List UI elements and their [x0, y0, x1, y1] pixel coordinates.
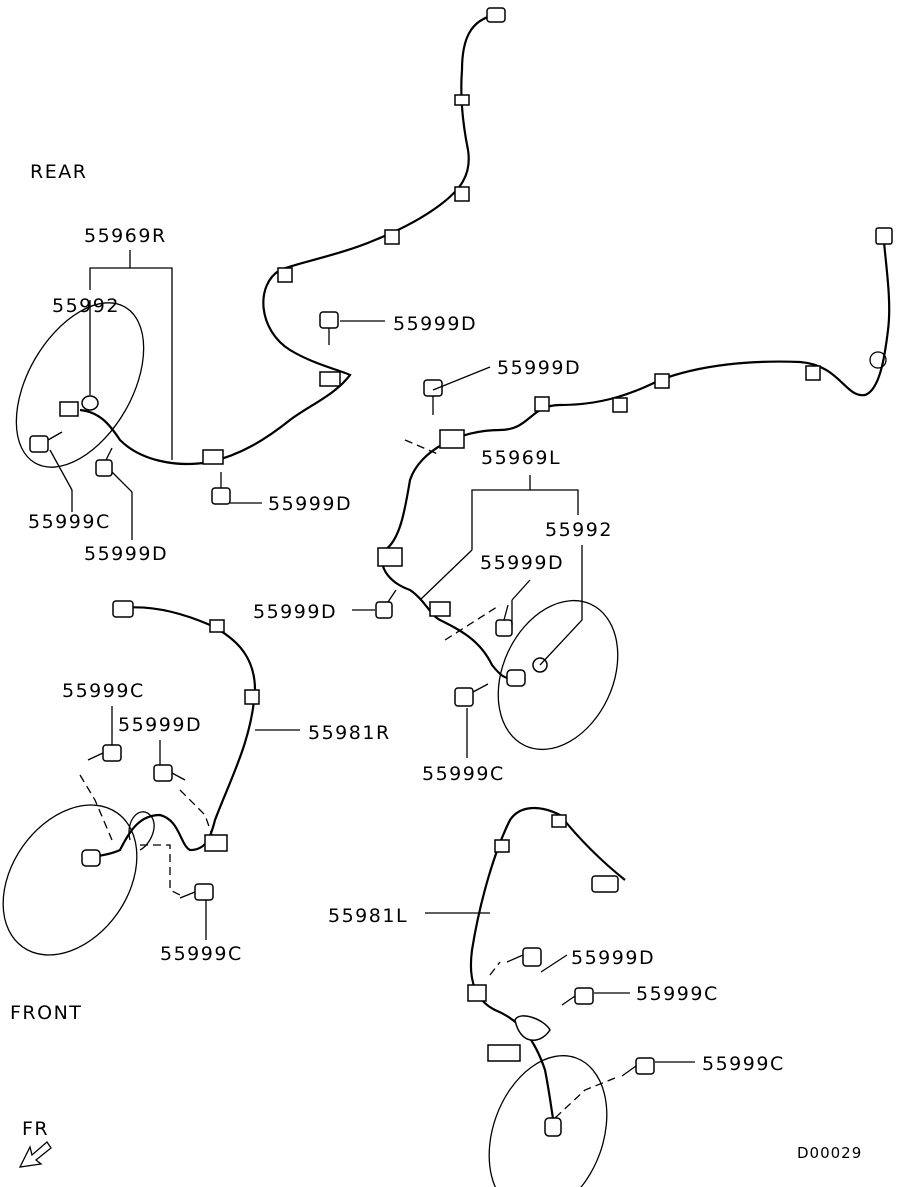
- bolts: [29, 311, 655, 1077]
- part-55999D-8[interactable]: 55999D: [571, 947, 655, 969]
- label-rear: REAR: [30, 161, 87, 183]
- front-direction-arrow-icon: [18, 1141, 52, 1168]
- part-55999D-5[interactable]: 55999D: [480, 552, 564, 574]
- diagram-code: D00029: [797, 1144, 862, 1162]
- part-55999D-1[interactable]: 55999D: [393, 313, 477, 335]
- part-55999D-2[interactable]: 55999D: [497, 357, 581, 379]
- part-55999D-3[interactable]: 55999D: [268, 493, 352, 515]
- part-55969L[interactable]: 55969L: [481, 447, 561, 469]
- part-55981L[interactable]: 55981L: [328, 905, 408, 927]
- part-55999C-2[interactable]: 55999C: [62, 680, 145, 702]
- part-55969R[interactable]: 55969R: [84, 225, 167, 247]
- leader-lines: [49, 250, 695, 1119]
- part-55999C-6[interactable]: 55999C: [702, 1053, 785, 1075]
- part-55999C-5[interactable]: 55999C: [636, 983, 719, 1005]
- part-55999D-7[interactable]: 55999D: [118, 714, 202, 736]
- part-55999C-3[interactable]: 55999C: [422, 763, 505, 785]
- harness-55969L: [377, 227, 893, 751]
- part-55999D-6[interactable]: 55999D: [253, 601, 337, 623]
- harness-55981R: [2, 600, 260, 956]
- harness-55969R: [15, 7, 506, 468]
- harness-55981L: [467, 807, 626, 1187]
- label-front: FRONT: [10, 1002, 82, 1024]
- part-55999C-4[interactable]: 55999C: [160, 943, 243, 965]
- label-fr: FR: [22, 1118, 49, 1140]
- part-55999C-1[interactable]: 55999C: [28, 511, 111, 533]
- part-55999D-4[interactable]: 55999D: [84, 543, 168, 565]
- part-55992-l[interactable]: 55992: [545, 519, 613, 541]
- part-55992-r[interactable]: 55992: [52, 295, 120, 317]
- part-55981R[interactable]: 55981R: [308, 722, 391, 744]
